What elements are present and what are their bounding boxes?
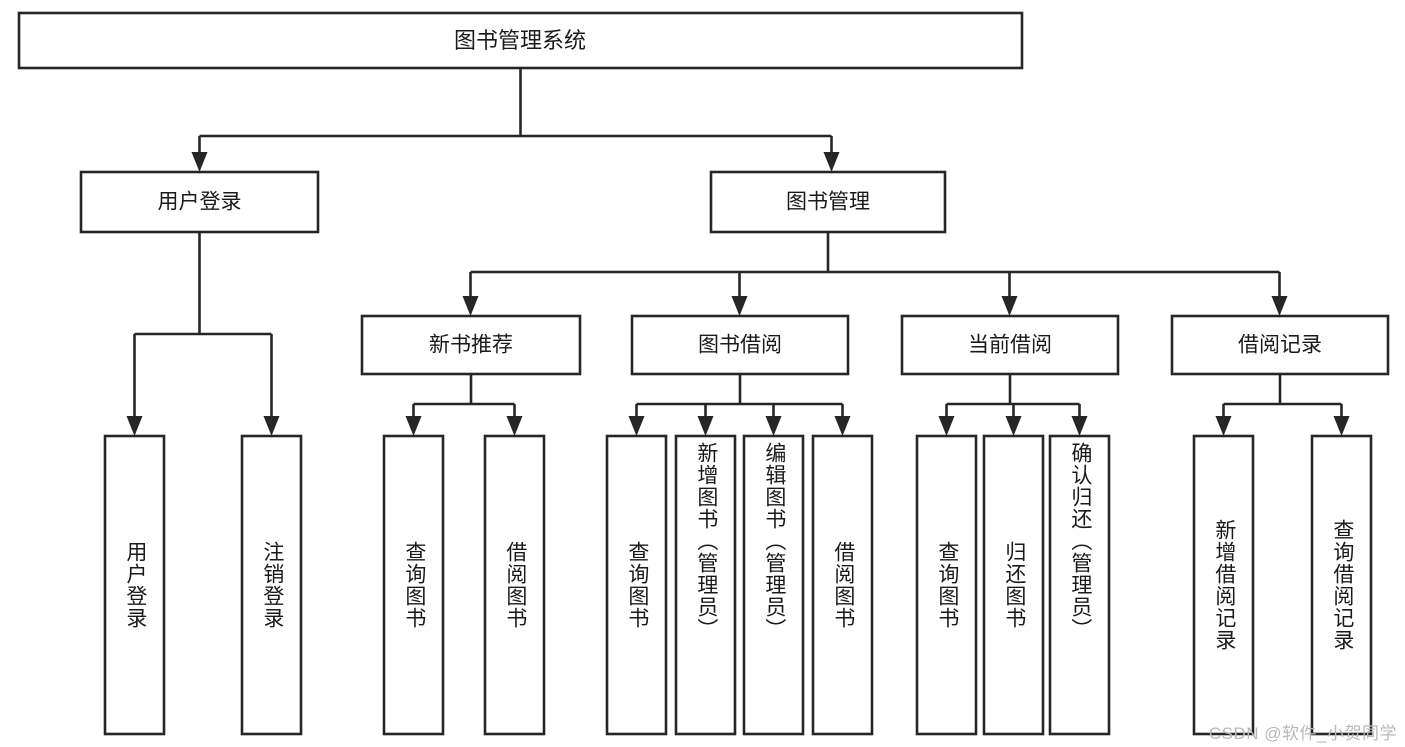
leaf-box-add-record[interactable]: [1192, 434, 1255, 736]
leaf-box-query-book-1[interactable]: [382, 434, 445, 736]
arrow-to-book-manage: [823, 152, 840, 172]
node-current-borrow[interactable]: 当前借阅: [900, 314, 1120, 376]
leaf-box-query-book-2[interactable]: [605, 434, 668, 736]
node-user-login[interactable]: 用户登录: [79, 170, 320, 234]
leaf-box-edit-book[interactable]: [742, 434, 805, 736]
node-root[interactable]: 图书管理系统: [17, 11, 1024, 70]
book-manage-label: 图书管理: [786, 191, 870, 214]
arrow-to-leaf-query-record: [1333, 416, 1350, 436]
user-login-box: [79, 170, 320, 234]
connector-book-manage-to-level2: [462, 232, 1288, 316]
user-login-label: 用户登录: [158, 191, 242, 214]
arrow-to-leaf-logout: [263, 416, 280, 436]
connector-new-book-to-leaves: [405, 374, 523, 436]
connector-user-login-to-leaves: [126, 232, 280, 436]
leaf-box-user-login[interactable]: [103, 434, 166, 736]
node-borrow-record[interactable]: 借阅记录: [1170, 314, 1390, 376]
arrow-to-leaf-query-book-3: [938, 416, 955, 436]
connector-current-borrow-to-leaves: [938, 374, 1088, 436]
arrow-to-leaf-confirm-return: [1071, 416, 1088, 436]
new-book-recommend-box: [360, 314, 582, 376]
arrow-to-leaf-borrow-book-2: [834, 416, 851, 436]
leaf-box-add-book[interactable]: [674, 434, 737, 736]
arrow-to-leaf-query-book-2: [628, 416, 645, 436]
arrow-to-new-book: [462, 296, 479, 316]
arrow-to-leaf-edit-book: [765, 416, 782, 436]
arrow-to-leaf-user-login: [126, 416, 143, 436]
node-book-manage[interactable]: 图书管理: [709, 170, 947, 234]
node-book-borrow[interactable]: 图书借阅: [630, 314, 850, 376]
leaf-box-query-book-3[interactable]: [915, 434, 978, 736]
new-book-recommend-label: 新书推荐: [429, 334, 513, 357]
arrow-to-leaf-query-book-1: [405, 416, 422, 436]
leaf-box-borrow-book-1[interactable]: [483, 434, 546, 736]
node-new-book-recommend[interactable]: 新书推荐: [360, 314, 582, 376]
leaf-box-return-book[interactable]: [982, 434, 1045, 736]
arrow-to-borrow-record: [1271, 296, 1288, 316]
borrow-record-label: 借阅记录: [1238, 334, 1322, 357]
arrow-to-current-borrow: [1001, 296, 1018, 316]
arrow-to-leaf-borrow-book-1: [506, 416, 523, 436]
arrow-to-user-login: [191, 152, 208, 172]
current-borrow-label: 当前借阅: [968, 334, 1052, 357]
connector-book-borrow-to-leaves: [628, 374, 851, 436]
current-borrow-box: [900, 314, 1120, 376]
connector-borrow-record-to-leaves: [1215, 374, 1350, 436]
csdn-watermark: CSDN @软件_小贺同学: [1208, 724, 1397, 743]
connector-root-to-level1: [191, 68, 840, 172]
root-box: [17, 11, 1024, 70]
leaf-box-query-record[interactable]: [1310, 434, 1373, 736]
arrow-to-book-borrow: [731, 296, 748, 316]
arrow-to-leaf-return-book: [1005, 416, 1022, 436]
book-borrow-label: 图书借阅: [698, 334, 782, 357]
arrow-to-leaf-add-book: [697, 416, 714, 436]
leaf-box-borrow-book-2[interactable]: [811, 434, 874, 736]
leaf-box-logout[interactable]: [240, 434, 303, 736]
root-label: 图书管理系统: [454, 28, 586, 53]
arrow-to-leaf-add-record: [1215, 416, 1232, 436]
leaf-box-confirm-return[interactable]: [1048, 434, 1111, 736]
